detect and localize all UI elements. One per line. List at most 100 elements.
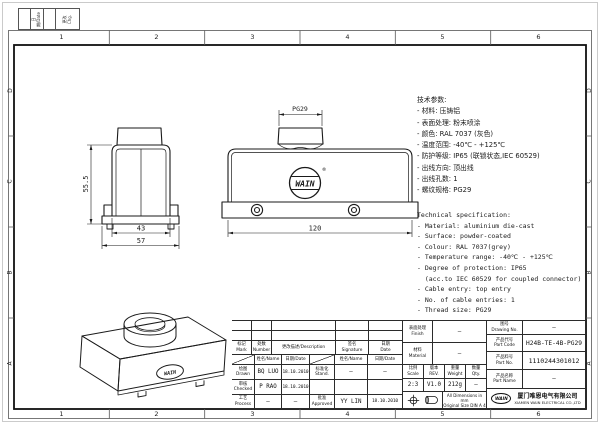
revision-empty-cell	[232, 331, 252, 341]
approved-name: YY LIN	[335, 395, 368, 409]
dim-label-body-width: 43	[137, 225, 145, 233]
corner-cell-empty-1	[19, 9, 31, 29]
drawn-name: BQ LUO	[255, 365, 282, 380]
tech-spec-en-item: - Colour: RAL 7037(grey)	[417, 242, 511, 251]
material-label: 材料 Material	[403, 343, 433, 365]
part-info-block: 图号 Drawing No. – 产品代号 Part Code H24B-TE-…	[487, 320, 586, 409]
zone-letter-left-a: A	[6, 361, 14, 366]
drawn-label: 绘图 Drawn	[232, 365, 255, 380]
revision-empty-cell	[272, 331, 336, 341]
empty-cell	[368, 380, 403, 395]
finish-label: 表面处理 Finish	[403, 321, 433, 343]
tech-spec-en-item: - Temperature range: -40℃ - +125℃	[417, 253, 553, 262]
company-name-en: XIAMEN WAIN ELECTRICAL CO.,LTD	[514, 399, 581, 405]
revision-empty-cell	[336, 331, 369, 341]
zone-number-bottom-5: 5	[440, 410, 445, 418]
side-view-dim-arrows	[89, 145, 179, 247]
qty-label: 数量 Qty.	[466, 365, 487, 379]
part-code-label: 产品代号 Part Code	[487, 335, 523, 352]
signature-diagonal-cell	[310, 355, 335, 365]
dimensions-note-line2: Original Size DIN A 4	[443, 402, 486, 408]
checked-date: 18.10.2010	[282, 380, 310, 395]
checked-name: P RAO	[255, 380, 282, 395]
tech-spec-cn-item: - 出线方向: 顶出线	[417, 163, 474, 172]
drawing-no-value: –	[523, 321, 586, 335]
approved-label: 批准 Approved	[310, 395, 335, 409]
dim-label-base-width: 57	[137, 237, 145, 245]
tech-spec-cn-title: 技术参数:	[417, 96, 447, 104]
wain-logo-text: WAIN	[295, 180, 314, 189]
revision-header-number: 处数 Number	[252, 341, 272, 355]
wain-logo-iso: WAIN	[156, 364, 184, 380]
signature-subheader-date: 日期/Date	[368, 355, 403, 365]
tech-spec-en-item: - Thread size: PG29	[417, 306, 492, 315]
zone-number-top-1: 1	[59, 33, 64, 41]
tech-spec-cn-item: - 温度范围: -40℃ - +125℃	[417, 141, 506, 150]
revision-empty-cell	[369, 321, 403, 331]
properties-block: 表面处理 Finish – 材料 Material – 比例 Scale 版本 …	[403, 320, 487, 409]
part-name-label: 产品名称 Part Name	[487, 370, 523, 389]
dimensions-note-cell: All Dimensions in mm Original Size DIN A…	[443, 392, 487, 409]
zone-number-top-5: 5	[440, 33, 445, 41]
revision-header-date: 日期 Date	[369, 341, 403, 355]
tech-spec-en-item: - No. of cable entries: 1	[417, 295, 515, 304]
revision-empty-cell	[369, 331, 403, 341]
revision-empty-cell	[252, 321, 272, 331]
zone-number-bottom-2: 2	[154, 410, 159, 418]
corner-cell-change: 更改 Chg.	[61, 14, 72, 24]
corner-reference-block: 日期/Date 更改 Chg.	[18, 8, 80, 30]
process-label: 工艺 Process	[232, 395, 255, 409]
revision-empty-cell	[336, 321, 369, 331]
wain-logo-iso-text: WAIN	[164, 369, 178, 377]
signature-diagonal-cell	[232, 355, 255, 365]
revision-empty-cell	[272, 321, 336, 331]
zone-number-top-3: 3	[250, 33, 255, 41]
side-view-dimensions	[87, 144, 180, 249]
zone-letter-left-c: C	[6, 179, 14, 184]
company-name-cn: 厦门唯恩电气有限公司	[517, 392, 578, 400]
tech-spec-en-item: - Degree of protection: IP65	[417, 263, 527, 272]
rev-label: 版本 REV.	[424, 365, 445, 379]
dimensions-note-line1: All Dimensions in mm	[446, 392, 483, 403]
zone-number-top-2: 2	[154, 33, 159, 41]
tech-spec-en-item: (acc.to IEC 60529 for coupled connector)	[417, 274, 582, 283]
tech-spec-cn-item: - 颜色: RAL 7037 (灰色)	[417, 129, 494, 138]
standardized-date: –	[368, 365, 403, 380]
tech-spec-en-item: - Surface: powder-coated	[417, 232, 511, 241]
standardized-label: 标准化 Stand.	[310, 365, 335, 380]
company-cell: WAIN 厦门唯恩电气有限公司 XIAMEN WAIN ELECTRICAL C…	[487, 389, 586, 409]
side-view	[101, 127, 180, 230]
zone-letter-left-d: D	[7, 88, 14, 93]
tech-spec-cn-item: - 表面处理: 粉末喷涂	[417, 118, 481, 127]
empty-cell	[310, 380, 335, 395]
wain-logo-front: WAIN ®	[288, 166, 327, 200]
checked-label: 审核 Checked	[232, 380, 255, 395]
front-view	[221, 127, 419, 219]
first-angle-projection-icon	[425, 396, 438, 404]
registered-trademark-mark: ®	[323, 167, 327, 173]
tech-spec-english: Technical specification: - Material: alu…	[417, 210, 589, 316]
signature-subheader-name: 姓名/Name	[335, 355, 368, 365]
part-name-value: –	[523, 370, 586, 389]
front-view-dim-arrows	[228, 113, 412, 235]
zone-letter-left-b: B	[7, 270, 14, 275]
signature-subheader-name: 姓名/Name	[255, 355, 282, 365]
revision-empty-cell	[232, 321, 252, 331]
zone-number-bottom-6: 6	[536, 410, 541, 418]
dim-label-length: 120	[309, 225, 322, 233]
revision-header-description: 更改描述/Description	[272, 341, 336, 355]
signature-subheader-date: 日期/Date	[282, 355, 310, 365]
tech-spec-chinese: 技术参数: - 材料: 压铸铝 - 表面处理: 粉末喷涂 - 颜色: RAL 7…	[417, 95, 589, 197]
part-no-label: 产品料号 Part No.	[487, 352, 523, 370]
standardized-name: –	[335, 365, 368, 380]
zone-tick-marks	[8, 30, 592, 419]
finish-value: –	[433, 321, 487, 343]
material-value: –	[433, 343, 487, 365]
wain-company-logo: WAIN	[491, 393, 512, 404]
weight-value: 212g	[445, 379, 466, 392]
zone-number-top-6: 6	[536, 33, 541, 41]
rev-value: V1.0	[424, 379, 445, 392]
